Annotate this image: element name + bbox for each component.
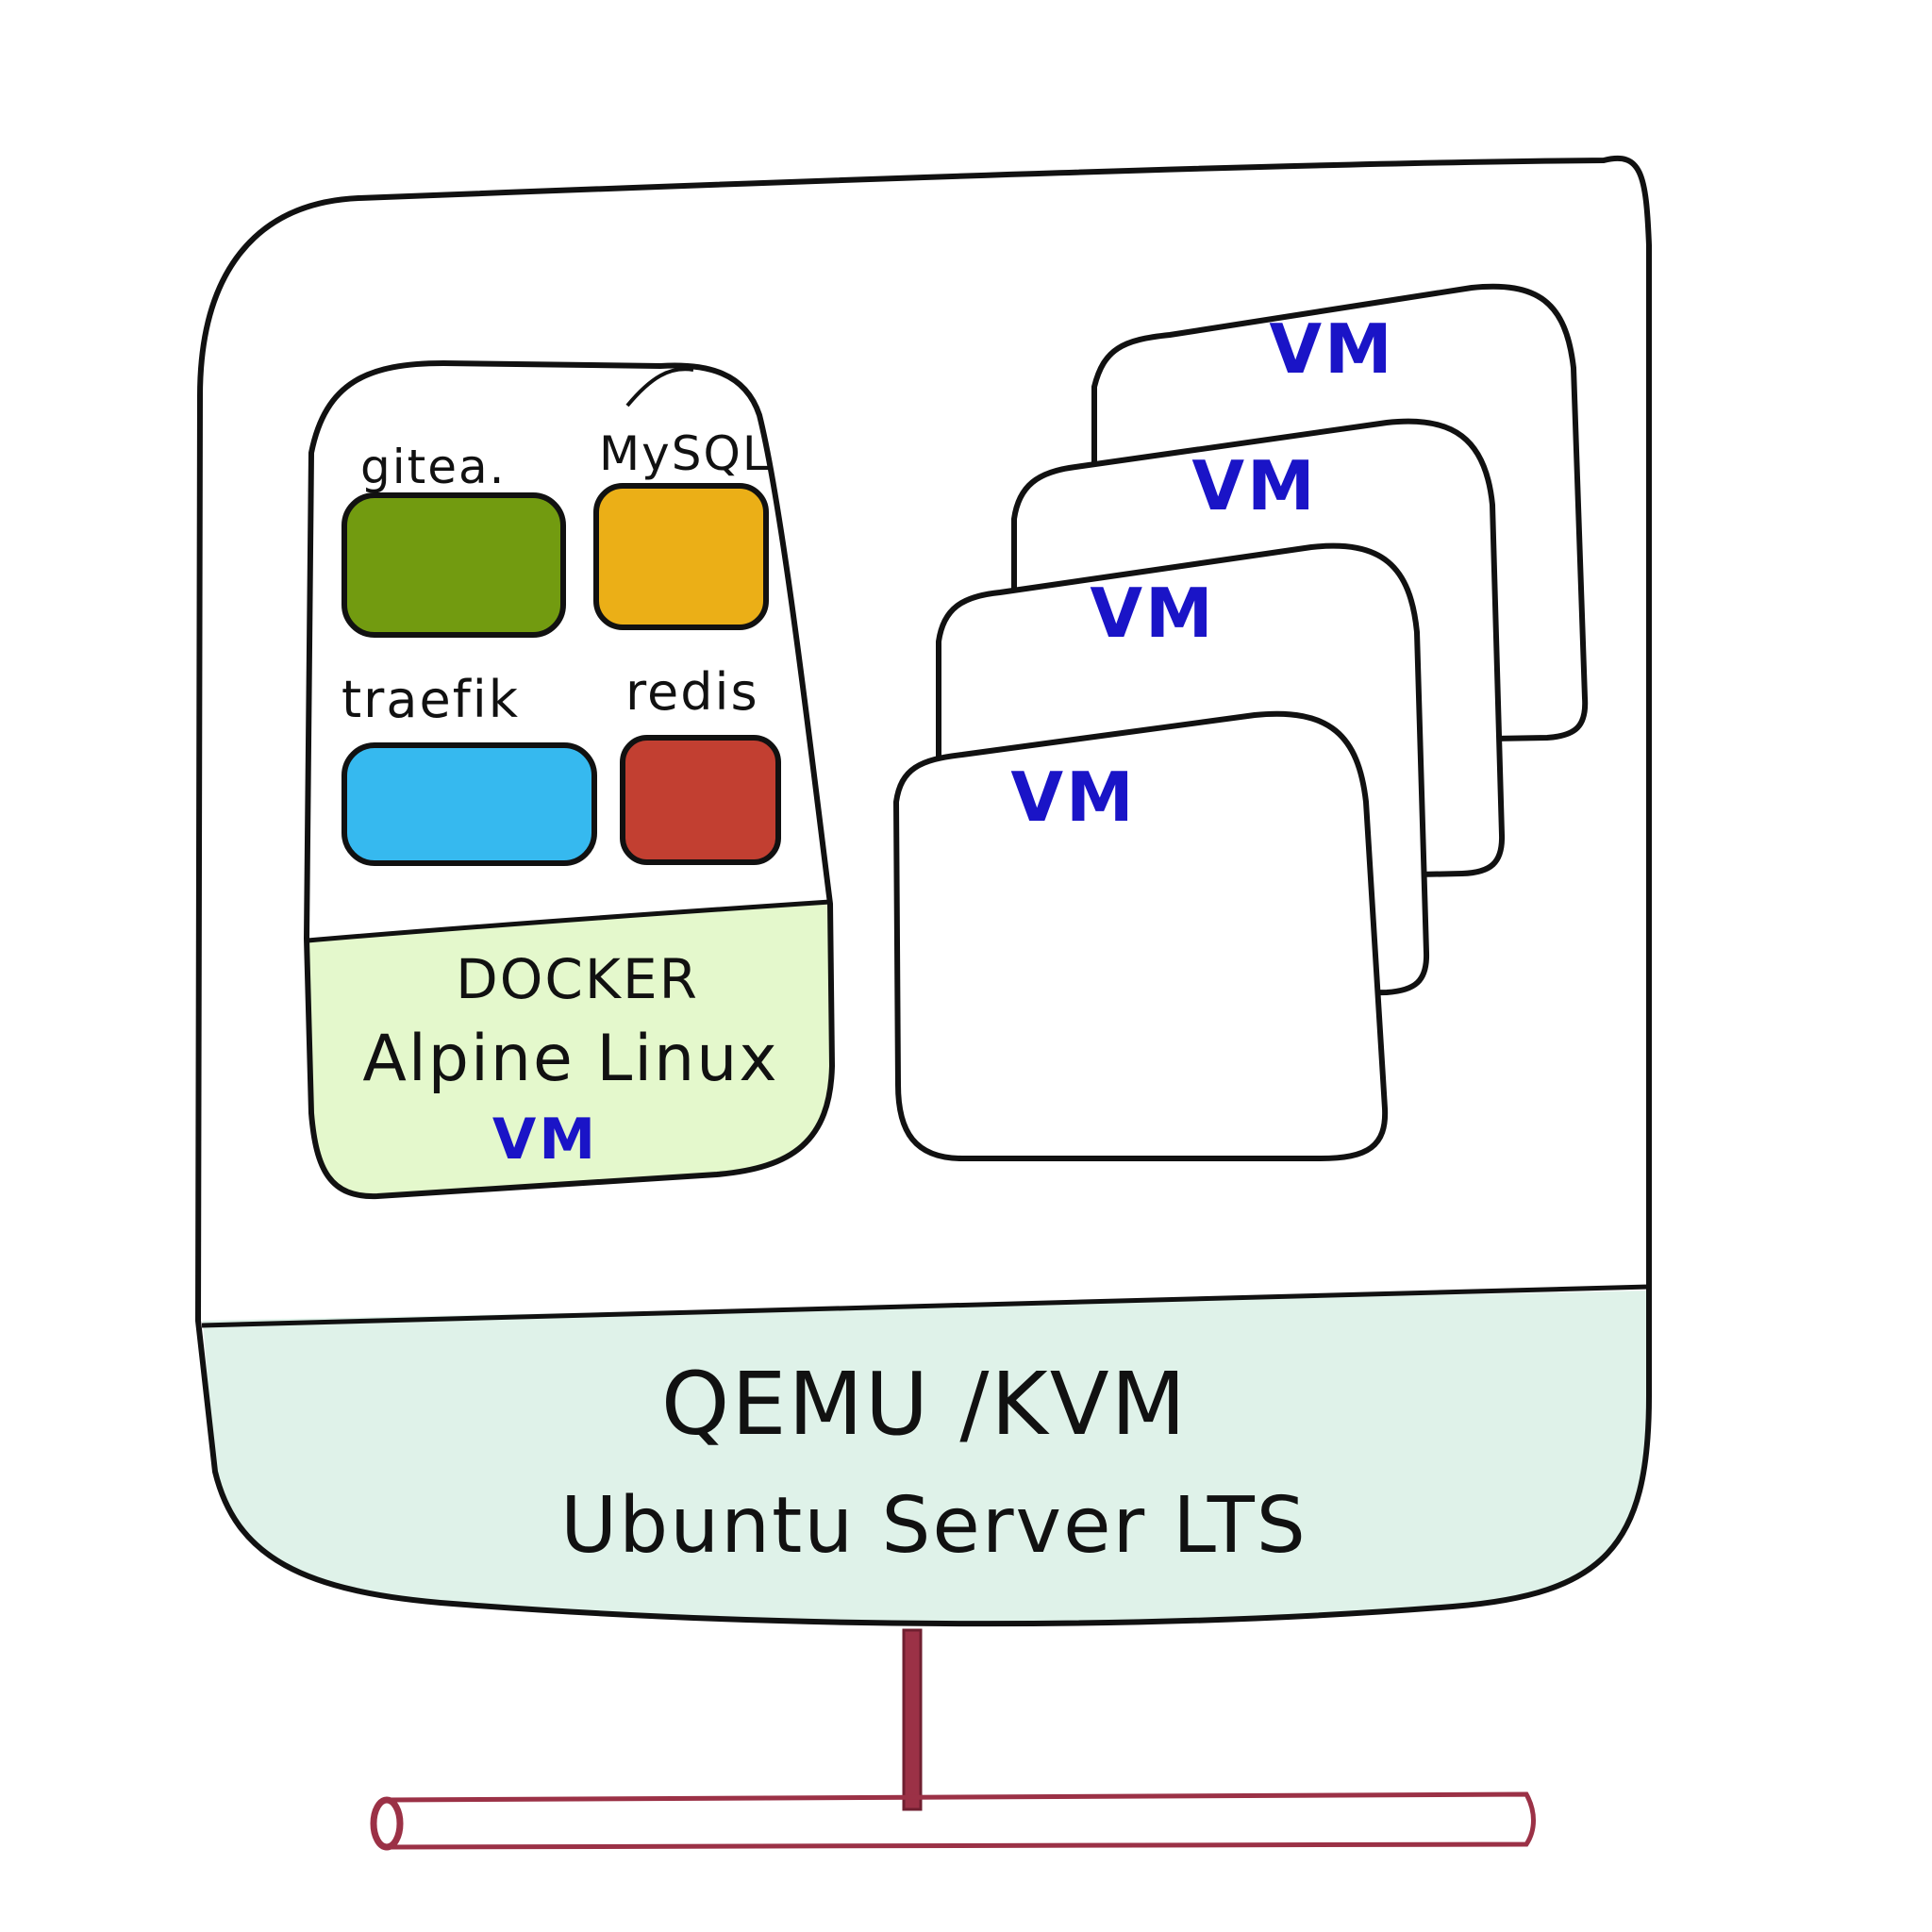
vm-stack: VM VM VM VM	[893, 283, 1589, 1161]
docker-vm-frame	[304, 360, 835, 1200]
docker-vm-os-label: Alpine Linux	[362, 1022, 778, 1096]
container-mysql	[593, 483, 769, 630]
docker-vm-fold	[625, 367, 694, 408]
vm-card-label: VM	[1269, 309, 1394, 389]
docker-vm-divider	[307, 899, 831, 943]
host-os-label: Ubuntu Server LTS	[560, 1481, 1307, 1571]
container-traefik	[341, 742, 597, 866]
network	[370, 1628, 1536, 1851]
host-frame	[195, 155, 1652, 1627]
container-label-mysql: MySQL	[599, 426, 771, 481]
network-bus	[386, 1791, 1536, 1850]
network-uplink	[902, 1628, 923, 1811]
container-gitea	[341, 492, 566, 638]
vm-card-label: VM	[1191, 446, 1317, 525]
host-base-layer	[203, 1291, 1649, 1624]
docker-vm: gitea. MySQL traefik redis DOCKER Alpine…	[304, 360, 835, 1200]
container-label-traefik: traefik	[341, 670, 520, 729]
vm-card: VM	[893, 710, 1389, 1161]
network-bus-end	[370, 1796, 404, 1851]
container-label-gitea: gitea.	[360, 440, 507, 494]
container-redis	[620, 735, 781, 865]
vm-card-label: VM	[1010, 758, 1136, 837]
vm-card-frame	[893, 710, 1389, 1161]
container-label-redis: redis	[625, 662, 759, 722]
hypervisor-label: QEMU /KVM	[661, 1354, 1188, 1455]
docker-vm-vm-label: VM	[492, 1107, 598, 1173]
docker-vm-base-layer	[307, 904, 832, 1197]
docker-runtime-label: DOCKER	[456, 947, 699, 1011]
host-server: QEMU /KVM Ubuntu Server LTS	[195, 155, 1652, 1627]
host-layer-divider	[201, 1284, 1650, 1328]
vm-card-label: VM	[1090, 574, 1215, 653]
